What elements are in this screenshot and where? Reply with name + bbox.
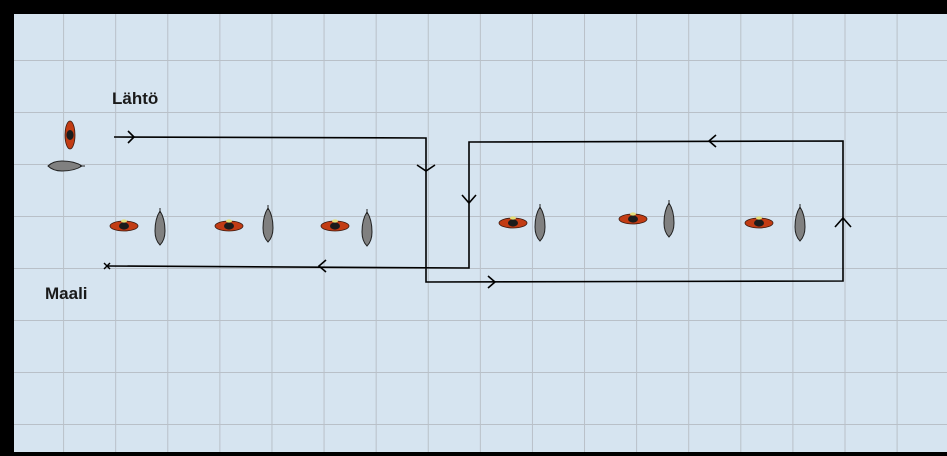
finish-mark-icon [103, 262, 111, 270]
buoy-icon [794, 203, 806, 242]
arrow-icon [127, 130, 136, 144]
start-label: Lähtö [112, 89, 159, 108]
buoy-icon [361, 208, 373, 247]
buoy-icon [663, 199, 675, 238]
kayak-icon [320, 218, 350, 232]
kayak-icon [109, 218, 139, 232]
arrow-icon [416, 164, 436, 172]
arrow-icon [317, 259, 327, 273]
buoy-icon [262, 204, 274, 243]
buoy-icon [154, 207, 166, 246]
kayak-icon [64, 120, 76, 150]
kayak-icon [498, 215, 528, 229]
arrow-icon [707, 134, 717, 148]
kayak-icon [618, 211, 648, 225]
buoy-icon [534, 203, 546, 242]
route-leg-outbound [106, 136, 844, 283]
kayak-icon [214, 218, 244, 232]
buoy-icon [47, 160, 86, 172]
arrow-icon [834, 216, 852, 228]
kayak-icon [744, 215, 774, 229]
arrow-icon [487, 275, 497, 289]
route-path [106, 136, 844, 283]
arrow-icon [461, 194, 477, 205]
finish-label: Maali [45, 284, 88, 303]
